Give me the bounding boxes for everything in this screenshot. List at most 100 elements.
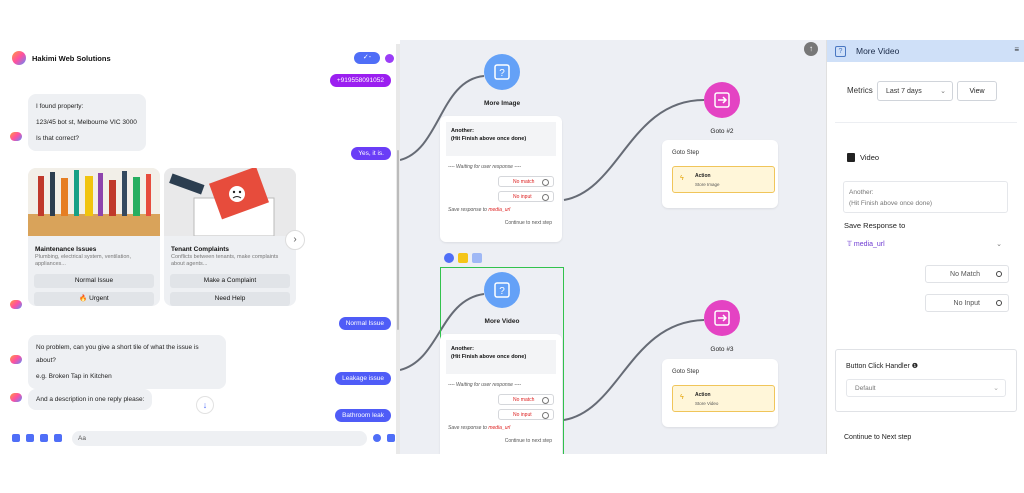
node-more-video[interactable]: ? <box>484 272 520 308</box>
svg-text:?: ? <box>499 68 505 79</box>
node-label: More Video <box>484 318 520 325</box>
continue-next-step[interactable]: Continue to next step <box>504 438 552 444</box>
app-logo-icon <box>12 51 26 65</box>
card-button-complaint[interactable]: Make a Complaint <box>170 274 290 288</box>
node-toolbar <box>444 253 482 263</box>
question-icon: ? <box>494 64 510 80</box>
chat-panel: Hakimi Web Solutions ✓- +919558091052 I … <box>4 44 400 454</box>
save-prefix: Save response to <box>448 207 487 213</box>
message-found-property: I found property: 123/45 bot st, Melbour… <box>28 94 146 151</box>
save-response-line: Save response to media_url <box>440 420 562 431</box>
goto-card-2[interactable]: Goto Step ϟ Action Store Image <box>662 140 778 208</box>
save-prefix: Save response to <box>448 425 487 431</box>
no-match-label: No Match <box>950 271 980 278</box>
properties-panel: ? More Video ≡ Metrics Last 7 days ⌄ Vie… <box>826 40 1024 454</box>
view-button[interactable]: View <box>957 81 997 101</box>
variable-icon: 𝕋 <box>847 241 854 248</box>
bot-avatar-icon <box>10 132 22 141</box>
continue-next-step[interactable]: Continue to next step <box>504 220 552 226</box>
step-header: Another: (Hit Finish above once done) <box>446 340 556 374</box>
step-header-line: (Hit Finish above once done) <box>451 354 527 360</box>
prompt-text-field[interactable]: Another: (Hit Finish above once done) <box>843 181 1008 213</box>
node-more-image[interactable]: ? <box>484 54 520 90</box>
save-var: media_url <box>488 425 511 431</box>
no-match-output[interactable]: No Match <box>925 265 1009 283</box>
image-icon[interactable] <box>26 434 34 442</box>
click-handler-label: Button Click Handler ❶ <box>846 362 918 370</box>
bot-avatar-icon <box>10 393 22 402</box>
canvas-up-icon[interactable]: ↑ <box>804 42 818 56</box>
message-phone: +919558091052 <box>329 74 391 87</box>
waiting-text: ---- Waiting for user response ---- <box>448 382 521 388</box>
metrics-label: Metrics <box>847 86 873 95</box>
like-icon[interactable] <box>387 434 395 442</box>
step-card-video[interactable]: Another: (Hit Finish above once done) --… <box>440 334 562 454</box>
port-icon[interactable] <box>996 271 1002 277</box>
info-icon[interactable]: ❶ <box>911 363 919 370</box>
port-icon[interactable] <box>996 300 1002 306</box>
message-yes: Yes, it is. <box>351 147 391 160</box>
card-button-urgent[interactable]: 🔥 Urgent <box>34 292 154 306</box>
video-label: Video <box>860 153 880 162</box>
save-response-line: Save response to media_url <box>440 202 562 213</box>
emoji-icon[interactable] <box>373 434 381 442</box>
message-line: e.g. Broken Tap in Kitchen <box>36 373 112 380</box>
step-header-line: Another: <box>451 346 474 352</box>
no-input-output[interactable]: No input <box>498 409 554 420</box>
video-icon <box>847 153 855 162</box>
chat-scrollbar-thumb[interactable] <box>397 150 399 330</box>
metrics-select[interactable]: Last 7 days ⌄ <box>877 81 953 101</box>
divider <box>835 122 1017 123</box>
carousel-next-icon[interactable]: › <box>285 230 305 250</box>
card-button-normal-issue[interactable]: Normal Issue <box>34 274 154 288</box>
flow-canvas[interactable]: ? More Image Another: (Hit Finish above … <box>400 40 826 454</box>
goto-title: Goto Step <box>672 369 700 375</box>
click-handler-select[interactable]: Default ⌄ <box>846 379 1006 397</box>
no-match-output[interactable]: No match <box>498 394 554 405</box>
card-button-need-help[interactable]: Need Help <box>170 292 290 306</box>
variable-select[interactable]: 𝕋 media_url ⌄ <box>843 236 1008 254</box>
goto-card-3[interactable]: Goto Step ϟ Action Store Video <box>662 359 778 427</box>
no-input-label: No Input <box>953 300 980 307</box>
goto-action[interactable]: ϟ Action Store Video <box>672 385 775 412</box>
goto-icon <box>714 92 730 108</box>
continue-next-step-label: Continue to Next step <box>844 434 912 441</box>
step-header-line: (Hit Finish above once done) <box>451 136 527 142</box>
menu-icon[interactable]: ≡ <box>1014 45 1019 54</box>
node-label: Goto #3 <box>710 346 734 353</box>
no-input-output[interactable]: No Input <box>925 294 1009 312</box>
chevron-down-icon: ⌄ <box>993 385 999 392</box>
no-match-output[interactable]: No match <box>498 176 554 187</box>
chevron-down-icon: ⌄ <box>996 241 1002 248</box>
header-action-button[interactable]: ✓- <box>354 52 380 64</box>
action-label: Action <box>695 173 711 179</box>
message-line: 123/45 bot st, Melbourne VIC 3000 <box>36 119 137 126</box>
chevron-down-icon: ⌄ <box>940 88 946 95</box>
click-handler-text: Button Click Handler <box>846 363 910 370</box>
message-normal-issue: Normal Issue <box>338 317 391 330</box>
node-label: Goto #2 <box>710 128 734 135</box>
play-icon[interactable] <box>444 253 454 263</box>
message-input[interactable]: Aa <box>72 430 367 446</box>
copy-icon[interactable] <box>458 253 468 263</box>
gif-icon[interactable] <box>54 434 62 442</box>
sticker-icon[interactable] <box>40 434 48 442</box>
menu-dot-icon[interactable] <box>385 54 394 63</box>
bolt-icon: ϟ <box>680 175 684 182</box>
prompt-line: (Hit Finish above once done) <box>849 200 933 207</box>
bot-avatar-icon <box>10 300 22 309</box>
link-icon[interactable] <box>472 253 482 263</box>
tools-image <box>28 168 160 236</box>
message-bathroom: Bathroom leak <box>335 409 391 422</box>
no-input-output[interactable]: No input <box>498 191 554 202</box>
node-goto-2[interactable] <box>704 82 740 118</box>
step-card-image[interactable]: Another: (Hit Finish above once done) --… <box>440 116 562 242</box>
scroll-down-icon[interactable]: ↓ <box>196 396 214 414</box>
card-description: Conflicts between tenants, make complain… <box>171 254 279 267</box>
node-goto-3[interactable] <box>704 300 740 336</box>
save-var: media_url <box>488 207 511 213</box>
panel-header: ? More Video ≡ <box>827 40 1024 62</box>
mic-icon[interactable] <box>12 434 20 442</box>
goto-action[interactable]: ϟ Action Store Image <box>672 166 775 193</box>
prompt-line: Another: <box>849 189 874 196</box>
